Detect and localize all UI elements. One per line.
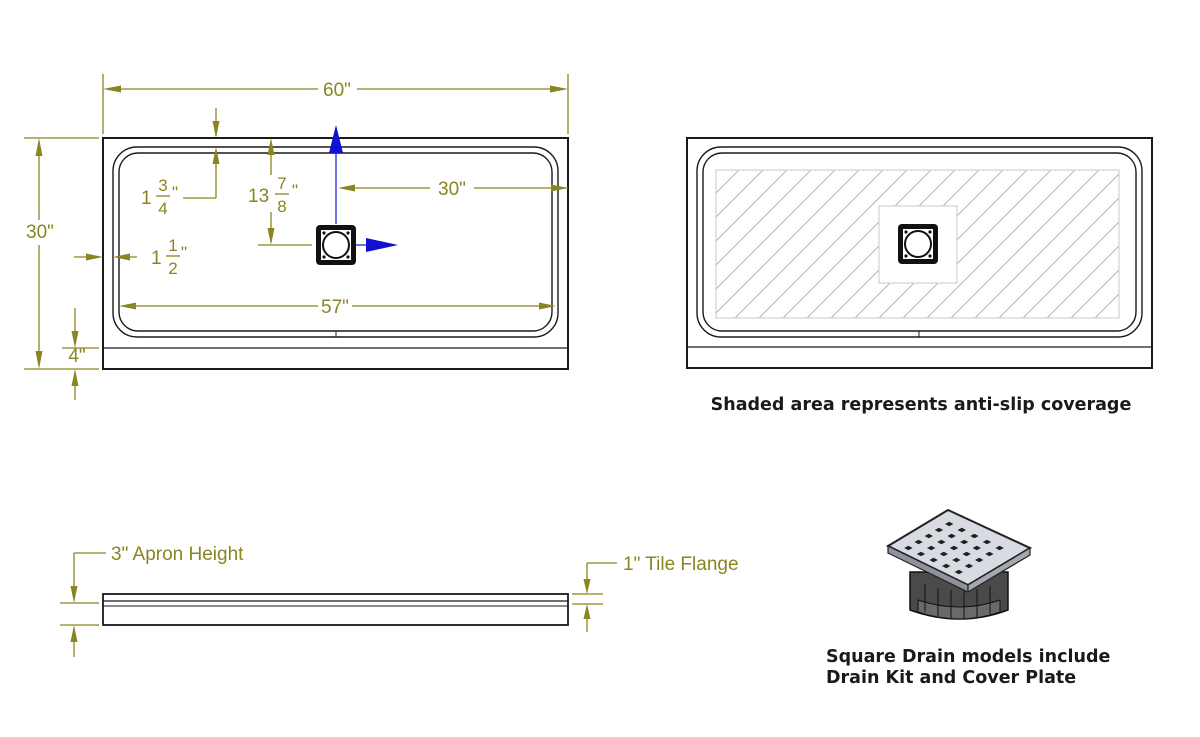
inner-width-label: 57" [321, 297, 349, 318]
dim-overall-width: 60" [102, 74, 569, 134]
grate-hole [970, 533, 979, 539]
top-view: 60" 30" 1 3 4 " [24, 74, 569, 400]
grate-hole [947, 533, 956, 539]
drain-back-inch-mark: " [292, 181, 298, 200]
drain-icon [316, 225, 356, 265]
grate-hole [934, 527, 944, 533]
axis-indicator [329, 125, 398, 252]
hatch-line [716, 170, 788, 242]
grate-hole [964, 563, 974, 569]
grate-hole [942, 563, 951, 569]
apron-height-label: 3" Apron Height [111, 544, 244, 565]
hatch-line [1046, 245, 1119, 318]
hatch-line [974, 173, 1119, 318]
dim-side-wall: 1 1 2 " [74, 236, 187, 278]
anti-slip-base-outline [686, 137, 1153, 369]
grate-hole [985, 551, 994, 557]
drain-back-whole: 13 [248, 186, 269, 207]
hatch-line [716, 170, 860, 314]
grate-hole [957, 527, 966, 533]
grate-hole [937, 539, 946, 545]
grate-hole [945, 521, 954, 527]
anti-slip-caption: Shaded area represents anti-slip coverag… [711, 395, 1132, 415]
hatch-line [716, 170, 764, 218]
dim-drain-from-side: 30" [338, 179, 568, 200]
grate-hole [960, 539, 969, 545]
grate-hole [929, 557, 938, 563]
hatch-line [758, 170, 908, 318]
hatch-line [716, 170, 836, 290]
side-wall-denominator: 2 [168, 259, 177, 278]
dim-overall-depth: 30" [24, 137, 99, 370]
hatch-line [716, 170, 740, 194]
grate-hole [954, 569, 963, 575]
tile-flange-label: 1" Tile Flange [623, 554, 739, 575]
grate-hole [916, 551, 926, 557]
grate-hole [927, 545, 936, 551]
anti-slip-hatch [560, 165, 1200, 325]
drain-kit-caption-line1: Square Drain models include [826, 647, 1110, 667]
drain-kit-icon [885, 508, 1033, 620]
side-view: 3" Apron Height 1" Tile Flange [60, 544, 739, 657]
grate-hole [914, 539, 923, 545]
dim-tile-flange: 1" Tile Flange [572, 554, 739, 632]
drain-kit: Square Drain models include Drain Kit an… [826, 508, 1110, 688]
drain-kit-caption-line2: Drain Kit and Cover Plate [826, 668, 1076, 688]
back-wall-whole: 1 [141, 188, 152, 209]
grate-hole [939, 551, 948, 557]
grate-hole [952, 557, 961, 563]
hatch-line [734, 170, 884, 318]
back-wall-inch-mark: " [172, 183, 178, 202]
hatch-line [998, 197, 1119, 318]
hatch-line [950, 170, 1100, 318]
side-wall-numerator: 1 [168, 236, 177, 255]
anti-slip-drain-icon [898, 224, 938, 264]
overall-depth-label: 30" [26, 222, 54, 243]
overall-width-label: 60" [323, 80, 351, 101]
hatch-line [926, 170, 1076, 318]
dim-back-wall: 1 3 4 " [141, 108, 220, 218]
grate-hole [949, 545, 959, 551]
hatch-line [1022, 221, 1119, 318]
side-profile [102, 593, 569, 626]
grate-hole [972, 545, 981, 551]
side-wall-inch-mark: " [181, 243, 187, 262]
hatch-line [716, 170, 812, 266]
hatch-line [560, 165, 720, 325]
drain-back-denominator: 8 [277, 197, 286, 216]
apron-depth-label: 4" [68, 346, 85, 367]
side-wall-whole: 1 [151, 248, 162, 269]
dim-apron-depth: 4" [62, 308, 99, 400]
grate-hole [962, 551, 971, 557]
hatch-line [902, 170, 1052, 318]
hatch-line [1094, 293, 1119, 318]
hatch-line [1160, 165, 1200, 325]
anti-slip-area-border [715, 169, 1120, 319]
y-axis-arrow-icon [329, 125, 343, 153]
dim-drain-from-back: 13 7 8 " [248, 138, 312, 246]
dim-inner-width: 57" [119, 297, 556, 318]
back-wall-numerator: 3 [158, 176, 167, 195]
hatch-line [1136, 165, 1200, 325]
hatch-line [782, 170, 932, 318]
grate-hole [904, 545, 913, 551]
dim-apron-height: 3" Apron Height [60, 544, 244, 657]
grate-hole [995, 545, 1004, 551]
hatch-line [1118, 317, 1119, 318]
grate-hole [982, 539, 992, 545]
grate-hole [924, 533, 933, 539]
drain-back-numerator: 7 [277, 174, 286, 193]
back-wall-denominator: 4 [158, 199, 167, 218]
drain-side-label: 30" [438, 179, 466, 200]
hatch-line [1070, 269, 1119, 318]
x-axis-arrow-icon [366, 238, 398, 252]
anti-slip-view: Shaded area represents anti-slip coverag… [560, 137, 1200, 415]
grate-hole [975, 557, 984, 563]
